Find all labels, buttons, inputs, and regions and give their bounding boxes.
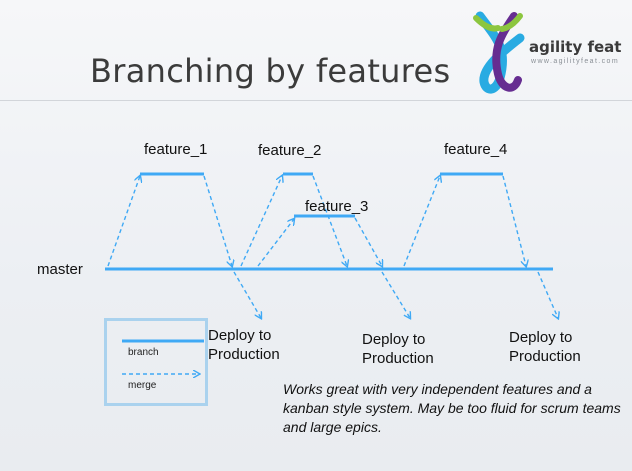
deploy-1-line1: Deploy to: [208, 327, 272, 344]
logo-url: www.agilityfeat.com: [531, 58, 620, 65]
legend-box: [104, 318, 208, 406]
feature-2-label: feature_2: [258, 142, 322, 159]
feature-2-branch-arrow: [240, 176, 282, 267]
legend-branch-label: branch: [128, 347, 159, 358]
deploy-1-line2: Production: [208, 346, 280, 363]
feature-4-merge-arrow: [502, 175, 526, 266]
master-label: master: [37, 261, 83, 278]
feature-3-branch-arrow: [257, 219, 294, 267]
deploy-3-line1: Deploy to: [509, 329, 573, 346]
deploy-label-2: Deploy to Production: [362, 330, 434, 368]
deploy-3-arrow: [537, 271, 558, 318]
feature-1-merge-arrow: [203, 175, 232, 266]
deploy-label-3: Deploy to Production: [509, 328, 581, 366]
feature-1-branch-arrow: [107, 176, 140, 267]
deploy-2-line2: Production: [362, 350, 434, 367]
feature-2-merge-arrow: [312, 175, 347, 266]
deploy-3-line2: Production: [509, 348, 581, 365]
slide-title: Branching by features: [90, 52, 451, 90]
feature-1-label: feature_1: [144, 141, 208, 158]
deploy-label-1: Deploy to Production: [208, 326, 280, 364]
feature-3-label: feature_3: [305, 198, 369, 215]
title-divider: [0, 100, 632, 101]
feature-4-label: feature_4: [444, 141, 508, 158]
deploy-1-arrow: [233, 271, 261, 318]
logo-brand-name: agility feat: [529, 38, 622, 56]
deploy-2-line1: Deploy to: [362, 331, 426, 348]
legend-merge-label: merge: [128, 380, 157, 391]
deploy-2-arrow: [381, 271, 410, 318]
agility-feat-logo: [473, 11, 525, 94]
feature-3-merge-arrow: [354, 217, 382, 266]
summary-note: Works great with very independent featur…: [283, 381, 621, 435]
feature-4-branch-arrow: [403, 176, 440, 267]
